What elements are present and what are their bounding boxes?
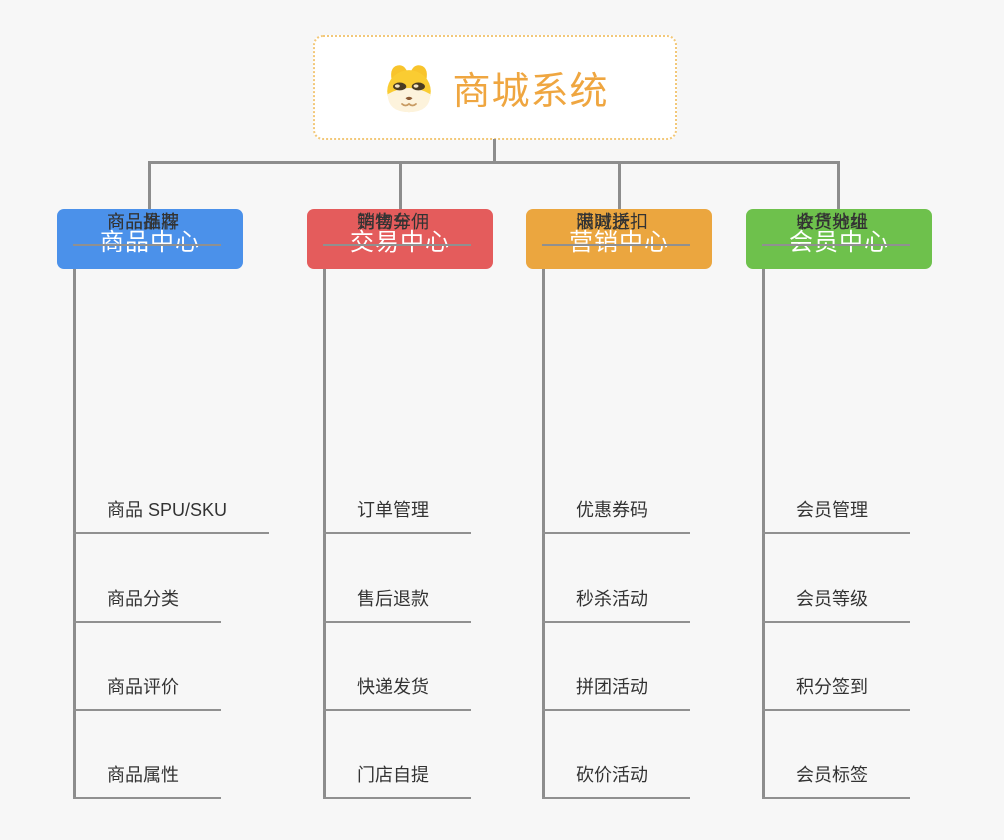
mindmap-item[interactable]: 会员管理 bbox=[762, 497, 910, 534]
connector-drop-trade-center bbox=[399, 161, 402, 209]
mindmap-item[interactable]: 优惠券码 bbox=[542, 497, 690, 534]
mindmap-item[interactable]: 商品评价 bbox=[73, 674, 221, 711]
mindmap-item[interactable]: 积分签到 bbox=[762, 674, 910, 711]
root-node[interactable]: 商城系统 bbox=[313, 35, 677, 140]
mindmap-item[interactable]: 快递发货 bbox=[323, 674, 471, 711]
branch-member-center: 会员中心 会员管理 会员等级 积分签到 会员标签 会员分组 收货地址 bbox=[746, 209, 998, 829]
mindmap-item[interactable]: 销售分佣 bbox=[323, 209, 471, 246]
branch-marketing-center: 营销中心 优惠券码 秒杀活动 拼团活动 砍价活动 限时折扣 满减送 bbox=[526, 209, 778, 829]
branch-spine bbox=[323, 269, 326, 799]
mindmap-item[interactable]: 售后退款 bbox=[323, 586, 471, 623]
mindmap-item[interactable]: 满减送 bbox=[542, 209, 672, 246]
shiba-dog-icon bbox=[381, 62, 437, 114]
root-title: 商城系统 bbox=[452, 71, 609, 113]
connector-drop-product-center bbox=[148, 161, 151, 209]
connector-drop-marketing-center bbox=[618, 161, 621, 209]
mindmap-item[interactable]: 商品 SPU/SKU bbox=[73, 497, 270, 534]
branch-header-member-center[interactable]: 会员中心 bbox=[746, 209, 932, 269]
mindmap-item[interactable]: 秒杀活动 bbox=[542, 586, 690, 623]
mindmap-item[interactable]: 收货地址 bbox=[762, 209, 910, 246]
branch-header-product-center[interactable]: 商品中心 bbox=[57, 209, 243, 269]
branch-spine bbox=[762, 269, 765, 799]
branch-trade-center: 交易中心 订单管理 售后退款 快递发货 门店自提 购物车 销售分佣 bbox=[307, 209, 559, 829]
connector-drop-member-center bbox=[837, 161, 840, 209]
mindmap-item[interactable]: 砍价活动 bbox=[542, 762, 690, 799]
mindmap-item[interactable]: 商品品牌 bbox=[73, 209, 221, 246]
mindmap-item[interactable]: 门店自提 bbox=[323, 762, 471, 799]
mindmap-item[interactable]: 会员等级 bbox=[762, 586, 910, 623]
branch-header-marketing-center[interactable]: 营销中心 bbox=[526, 209, 712, 269]
mindmap-item[interactable]: 会员标签 bbox=[762, 762, 910, 799]
branch-header-trade-center[interactable]: 交易中心 bbox=[307, 209, 493, 269]
branch-spine bbox=[73, 269, 76, 799]
mindmap-item[interactable]: 订单管理 bbox=[323, 497, 471, 534]
connector-horizontal-bar bbox=[148, 161, 840, 164]
branch-spine bbox=[542, 269, 545, 799]
mindmap-item[interactable]: 商品分类 bbox=[73, 586, 221, 623]
mindmap-item[interactable]: 商品属性 bbox=[73, 762, 221, 799]
connector-root-stem bbox=[493, 139, 496, 164]
mindmap-item[interactable]: 拼团活动 bbox=[542, 674, 690, 711]
branch-product-center: 商品中心 商品 SPU/SKU 商品分类 商品评价 商品属性 商品推荐 商品品牌 bbox=[57, 209, 309, 829]
